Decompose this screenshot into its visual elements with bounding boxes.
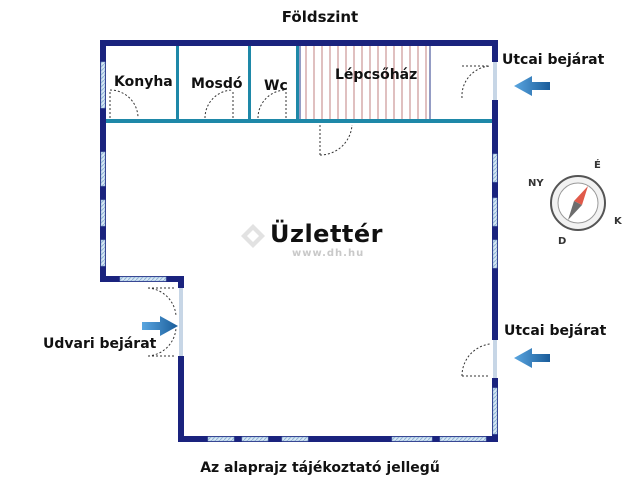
label-yard-entrance: Udvari bejárat — [43, 336, 157, 352]
door-swings — [109, 65, 491, 377]
watermark-url: www.dh.hu — [292, 248, 365, 259]
disclaimer-note: Az alaprajz tájékoztató jellegű — [200, 460, 440, 476]
compass-north: É — [594, 158, 601, 171]
room-label-staircase: Lépcsőház — [335, 67, 418, 83]
inner-walls — [106, 46, 492, 123]
watermark-logo-icon — [241, 224, 265, 248]
arrow-yard — [142, 316, 178, 336]
room-label-wc: Wc — [264, 78, 288, 94]
page-title: Földszint — [281, 8, 359, 26]
windows — [100, 61, 498, 442]
compass-west: NY — [528, 178, 544, 189]
label-street-entrance-bottom: Utcai bejárat — [504, 323, 607, 339]
label-street-entrance-top: Utcai bejárat — [502, 52, 605, 68]
staircase-steps — [305, 46, 427, 119]
compass-east: K — [614, 216, 623, 227]
room-label-shop: Üzlettér — [270, 220, 384, 248]
room-label-kitchen: Konyha — [114, 74, 173, 90]
room-label-washroom: Mosdó — [191, 76, 243, 92]
compass: É K D NY — [528, 158, 623, 247]
compass-south: D — [558, 236, 566, 247]
arrow-street-bottom — [514, 348, 550, 368]
arrow-street-top — [514, 76, 550, 96]
